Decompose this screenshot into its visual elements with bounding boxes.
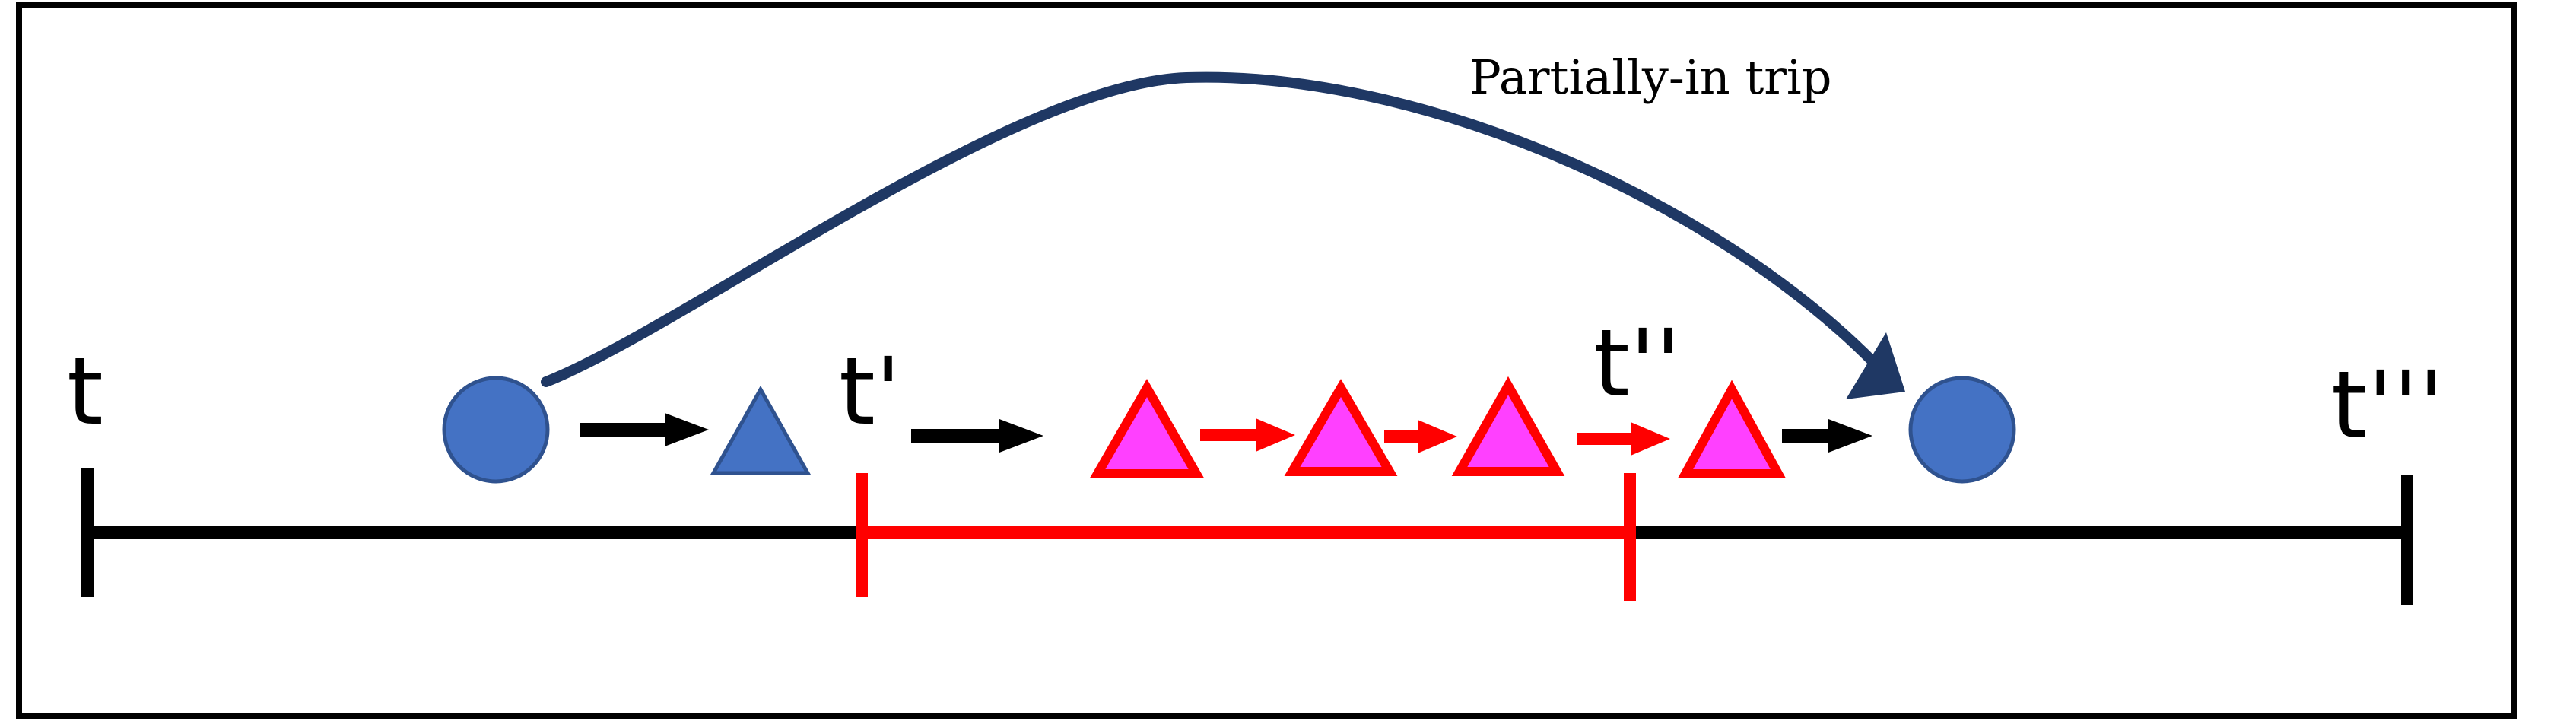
trip-curve-arrowhead [1846,332,1905,399]
end-circle [1908,376,2016,484]
time-label-t: t [67,338,103,446]
magenta-triangle-4 [1677,380,1787,478]
time-label-t-prime: t' [839,338,900,446]
diagram-frame [16,2,2517,719]
trip-label: Partially-in trip [1469,49,1831,105]
time-label-t-triple-prime: t''' [2331,351,2444,459]
magenta-triangle-2 [1284,379,1398,476]
magenta-triangle-1 [1089,378,1205,478]
magenta-triangle-3 [1451,376,1565,476]
partially-in-trip-curve [541,71,1880,387]
blue-triangle [710,385,812,475]
time-label-t-double-prime: t'' [1593,310,1681,418]
start-circle [442,376,550,484]
